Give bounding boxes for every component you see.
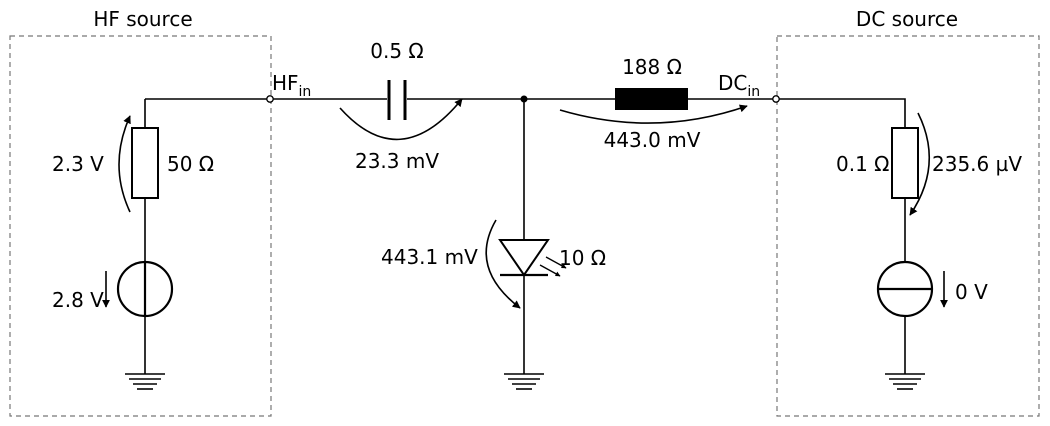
diode-voltage-arrow [485,219,521,309]
dc-ground-icon [885,373,925,390]
inductor-voltage: 443.0 mV [604,128,701,152]
inductor-voltage-arrow [559,104,748,124]
junction-dot [520,95,528,103]
inductor-value: 188 Ω [622,55,682,79]
hf-source-box [9,35,272,417]
dc-source-voltage: 0 V [955,280,988,304]
diode [498,239,550,277]
capacitor-voltage-arrow [339,98,463,141]
hf-resistor [131,127,159,199]
led-emission-arrows [539,256,567,277]
dc-source-box [776,35,1040,417]
diode-ground-icon [504,373,544,390]
diode-voltage: 443.1 mV [381,245,478,269]
diode-value: 10 Ω [559,246,606,270]
hf-source-voltage: 2.8 V [52,288,104,312]
dc-resistor [891,127,919,199]
dc-source-title: DC source [856,7,958,31]
hf-resistor-value: 50 Ω [167,152,214,176]
dc-resistor-voltage: 235.6 µV [932,152,1022,176]
hf-source-title: HF source [93,7,192,31]
dc-resistor-voltage-arrow [909,112,931,216]
wires [144,98,906,374]
hf-ground-icon [125,373,165,390]
capacitor-value: 0.5 Ω [370,39,423,63]
dc-in-terminal [772,95,780,103]
hf-in-terminal [266,95,274,103]
dc-resistor-value: 0.1 Ω [836,152,889,176]
hf-in-label: HFin [272,71,311,100]
capacitor [387,80,407,120]
hf-resistor-voltage-arrow [118,115,131,213]
hf-resistor-voltage: 2.3 V [52,152,104,176]
inductor [615,88,688,110]
capacitor-voltage: 23.3 mV [355,149,439,173]
dc-in-label: DCin [718,71,760,100]
